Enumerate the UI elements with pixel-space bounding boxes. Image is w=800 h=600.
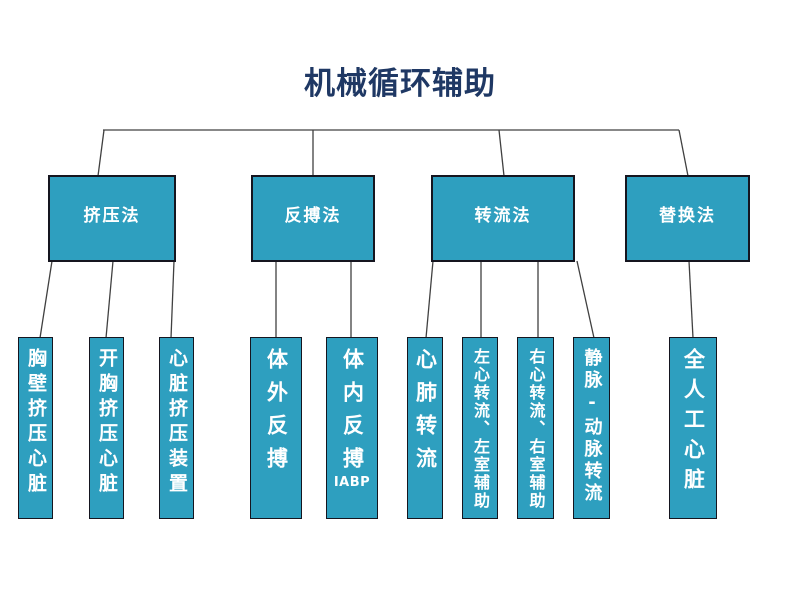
node-label: 心脏挤压装置 <box>166 348 188 498</box>
node-label: 替换法 <box>659 206 716 226</box>
node-external-counterpulsation: 体外反搏 <box>250 337 302 519</box>
connector <box>425 260 434 339</box>
node-veno-arterial-bypass: 静脉-动脉转流 <box>573 337 610 519</box>
connector <box>39 260 53 339</box>
connector <box>498 129 505 177</box>
node-label: 胸壁挤压心脏 <box>25 348 47 498</box>
node-label: 体外反搏 <box>264 348 289 480</box>
node-chest-wall-compression: 胸壁挤压心脏 <box>18 337 53 519</box>
node-label: 体内反搏 <box>340 348 365 480</box>
connector <box>97 129 105 177</box>
node-label: 右心转流、右室辅助 <box>526 348 546 510</box>
node-open-chest-compression: 开胸挤压心脏 <box>89 337 124 519</box>
node-replacement-method: 替换法 <box>625 175 750 262</box>
node-label: 转流法 <box>474 206 532 226</box>
node-sublabel-iabp: IABP <box>333 475 371 490</box>
node-squeeze-method: 挤压法 <box>48 175 176 262</box>
node-label: 左心转流、左室辅助 <box>471 348 490 510</box>
page-title: 机械循环辅助 <box>304 66 496 102</box>
node-left-heart-bypass: 左心转流、左室辅助 <box>462 337 498 519</box>
node-cardiac-compression-device: 心脏挤压装置 <box>159 337 194 519</box>
node-label: 挤压法 <box>83 206 141 226</box>
connector <box>170 260 175 339</box>
connector <box>678 129 689 177</box>
node-total-artificial-heart: 全人工心脏 <box>669 337 717 519</box>
connector <box>688 260 694 339</box>
node-right-heart-bypass: 右心转流、右室辅助 <box>517 337 554 519</box>
node-bypass-method: 转流法 <box>431 175 575 262</box>
node-internal-counterpulsation: 体内反搏 IABP <box>326 337 378 519</box>
connector <box>576 260 595 339</box>
node-cardiopulmonary-bypass: 心肺转流 <box>407 337 443 519</box>
node-counterpulsation-method: 反搏法 <box>251 175 375 262</box>
node-label: 静脉-动脉转流 <box>581 348 603 505</box>
node-label: 反搏法 <box>284 206 342 226</box>
node-label: 全人工心脏 <box>681 348 706 498</box>
node-label: 开胸挤压心脏 <box>96 348 118 498</box>
node-label: 心肺转流 <box>413 348 438 480</box>
connector <box>105 260 114 339</box>
